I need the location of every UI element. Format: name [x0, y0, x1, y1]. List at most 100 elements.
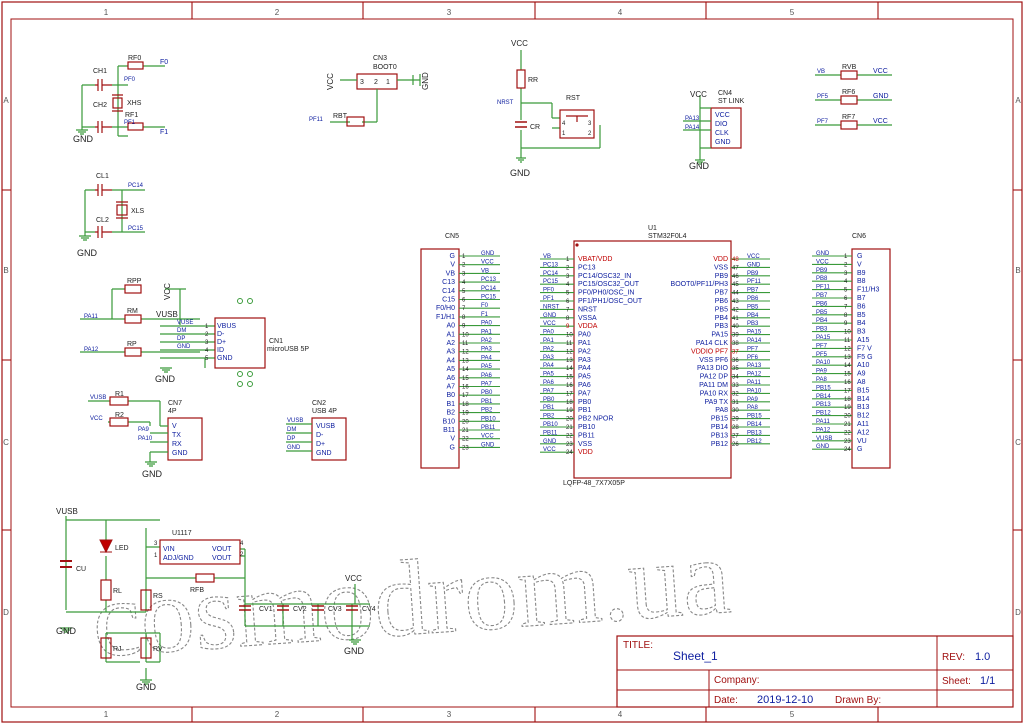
pin-name: VDD — [713, 256, 728, 263]
connector-designator: CN2 — [312, 400, 326, 407]
net-label: PA2 — [543, 346, 555, 352]
net-label: PA12 — [816, 427, 831, 433]
net-label: PA9 — [747, 397, 759, 403]
pin-name: B11 — [443, 427, 455, 434]
gnd-label: GND — [73, 134, 94, 144]
frame-column-label: 5 — [790, 8, 795, 17]
pin-number: 1 — [566, 257, 570, 263]
pin-name: VB — [446, 270, 456, 277]
gnd-label: GND — [510, 168, 531, 178]
pin-number: 7 — [566, 307, 570, 313]
net-label: PA7 — [481, 382, 493, 388]
net-label: VCC — [543, 447, 556, 453]
pin-name: VSS — [578, 441, 592, 448]
connector-designator: CN3 — [373, 55, 387, 62]
pin-name: PB7 — [715, 290, 728, 297]
net-label: PA10 — [816, 360, 831, 366]
pin-name: A15 — [857, 337, 870, 344]
pin-name: PB6 — [715, 298, 728, 305]
gnd-label: GND — [421, 72, 430, 90]
pin-name: NRST — [578, 306, 598, 313]
net-label: PB12 — [747, 439, 762, 445]
net-label: PC14 — [543, 271, 559, 277]
net-label: PA11 — [816, 419, 830, 425]
gnd-symbol — [79, 232, 91, 241]
net-label: PA1 — [481, 329, 493, 335]
pin-number: 23 — [462, 445, 469, 451]
net-label: PA8 — [747, 405, 759, 411]
net-label: PB4 — [816, 318, 828, 324]
pin-name: VUSB — [316, 423, 335, 430]
pin-number: 2 — [205, 332, 209, 338]
pin-name: A4 — [446, 357, 455, 364]
pin-name: G — [450, 253, 455, 260]
pin-name: PC14/OSC32_IN — [578, 273, 631, 280]
pin-name: V — [857, 261, 862, 268]
pin-name: VDDIO PF7 — [691, 348, 728, 355]
pin-name: VOUT — [212, 546, 232, 553]
cap-designator: CU — [76, 566, 86, 573]
ic-part-number: STM32F0L4 — [648, 233, 687, 240]
net-label: PA2 — [481, 338, 493, 344]
pin-name: D+ — [217, 339, 226, 346]
res-designator: RS — [153, 593, 163, 600]
pin-name: PB10 — [578, 424, 595, 431]
net-label: PB7 — [747, 288, 759, 294]
pin-number: 4 — [462, 280, 466, 286]
frame-row-label: C — [3, 438, 9, 447]
net-label: PB10 — [481, 416, 496, 422]
frame-row-label: A — [3, 96, 9, 105]
pin-name: A6 — [446, 375, 455, 382]
net-label: PA0 — [481, 321, 493, 327]
net-label: PB15 — [816, 385, 831, 391]
cn7-block — [88, 396, 203, 467]
pin-name: B3 — [857, 329, 866, 336]
net-label: PF11 — [309, 117, 324, 123]
pin-name: PC15/OSC32_OUT — [578, 281, 640, 288]
net-label: PA9 — [138, 427, 150, 433]
pin-number: 42 — [732, 307, 739, 313]
frame-row-label: D — [3, 608, 9, 617]
cap-designator: CV2 — [293, 606, 307, 613]
crystal-designator: XHS — [127, 100, 142, 107]
pin-name: B5 — [857, 312, 866, 319]
pin-name: PB2 NPOR — [578, 416, 613, 423]
pin-number: 5 — [844, 288, 848, 294]
ic-designator: U1117 — [172, 530, 192, 537]
net-label: PC15 — [481, 295, 497, 301]
net-label: PA10 — [138, 436, 153, 442]
cap-designator: CV4 — [362, 606, 376, 613]
hse-crystal-block — [81, 65, 165, 137]
net-label: PC14 — [128, 183, 144, 189]
pin-name: PA12 DP — [700, 374, 729, 381]
cap-designator: CL2 — [96, 217, 109, 224]
net-label: PB11 — [543, 430, 558, 436]
pin-name: VIN — [163, 546, 175, 553]
res-designator: RL — [113, 588, 122, 595]
net-label: PA14 — [747, 338, 762, 344]
net-label: PA11 — [747, 380, 761, 386]
net-label: F0 — [481, 303, 489, 309]
res-designator: R1 — [115, 391, 124, 398]
pin-name: F1/H1 — [436, 314, 455, 321]
frame-column-label: 5 — [790, 710, 795, 719]
net-label: PF11 — [816, 285, 831, 291]
pin-number: 40 — [732, 324, 739, 330]
frame-row-label: B — [3, 266, 8, 275]
pin-number: 1 — [386, 79, 390, 86]
pin-name: PA3 — [578, 357, 591, 364]
pin-name: GND — [172, 450, 188, 457]
pin1-marker — [575, 243, 579, 247]
pin-number: 7 — [844, 304, 848, 310]
net-label: F1 — [481, 312, 489, 318]
vcc-label: VCC — [690, 90, 707, 99]
frame-column-label: 3 — [447, 8, 452, 17]
pin-name: PB11 — [578, 432, 595, 439]
net-label: PA9 — [816, 369, 828, 375]
net-label: VUSB — [56, 507, 78, 516]
connector-value: 4P — [168, 408, 177, 415]
title-label: TITLE: — [623, 640, 653, 651]
net-label: PC13 — [481, 277, 497, 283]
pin-name: PA10 RX — [700, 390, 729, 397]
